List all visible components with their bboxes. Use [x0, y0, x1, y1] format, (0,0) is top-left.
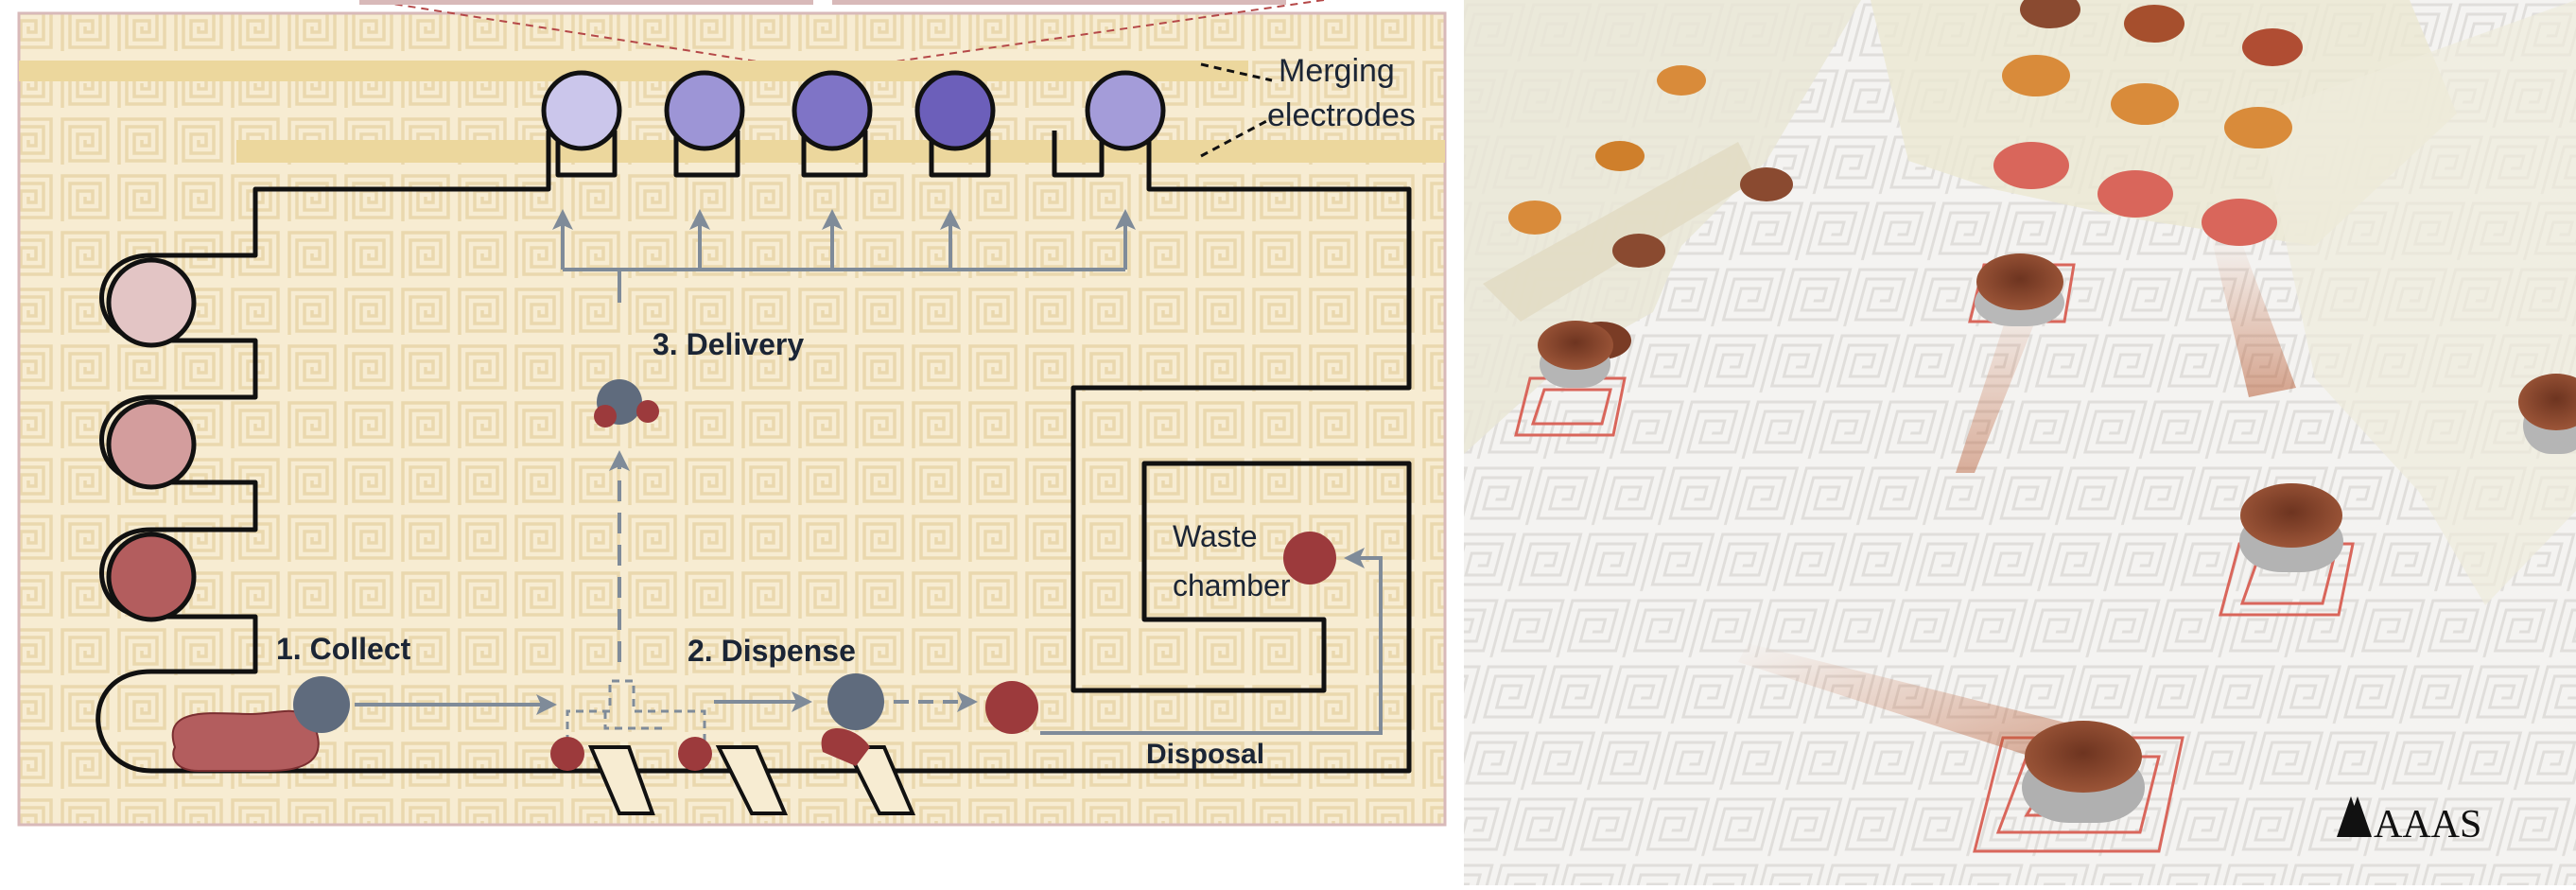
merging-electrode-5	[1085, 70, 1166, 151]
waste-label-line2: chamber	[1173, 568, 1291, 602]
step-delivery-label: 3. Delivery	[653, 327, 804, 361]
dispense-zone	[566, 679, 706, 742]
aaas-logo-text: AAAS	[2374, 803, 2481, 846]
merging-electrodes-label-line2: electrodes	[1267, 97, 1416, 133]
device-photo: AAAS	[1464, 0, 2576, 885]
merging-electrode-1	[541, 70, 622, 151]
disposal-label: Disposal	[1146, 739, 1264, 770]
schematic-diagram: Merging electrodes 3. Delivery 1. C	[17, 0, 1447, 827]
dispense-droplet-1	[550, 737, 584, 771]
merging-electrode-2	[664, 70, 745, 151]
puck-2	[2239, 483, 2343, 572]
aaas-logo: AAAS	[2337, 796, 2481, 846]
dispense-droplet-2	[678, 737, 712, 771]
waste-droplet	[1283, 532, 1336, 585]
merging-electrode-band-1	[19, 61, 1248, 81]
beam-3	[1738, 643, 2088, 757]
puck-3	[2022, 721, 2145, 823]
reservoir-3	[106, 532, 197, 622]
dispense-slots	[587, 745, 916, 815]
puck-4	[2518, 374, 2576, 454]
beam-2	[2211, 236, 2296, 397]
puck-1	[1975, 253, 2064, 326]
collected-sample-blob	[171, 709, 320, 772]
dispensed-droplet	[985, 681, 1038, 734]
merging-electrode-3	[792, 70, 873, 151]
puck-5	[1538, 321, 1613, 388]
disposal-arrow	[1040, 548, 1383, 735]
step-dispense-label: 2. Dispense	[688, 634, 856, 668]
delivery-droplet-group	[594, 379, 659, 428]
merging-electrodes	[541, 70, 1166, 151]
dispense-release-droplet	[821, 728, 870, 766]
sample-reservoirs	[106, 257, 197, 622]
zoom-dashed-lines	[368, 0, 1325, 73]
delivery-arrow-tree	[552, 209, 1136, 303]
merging-electrode-4	[914, 70, 996, 151]
waste-label-line1: Waste	[1173, 519, 1258, 553]
reservoir-2	[106, 399, 197, 490]
beam-1	[1956, 284, 2050, 473]
merging-electrodes-label-line1: Merging	[1279, 53, 1395, 89]
microfluidic-channel	[96, 131, 1412, 774]
step-collect-label: 1. Collect	[276, 632, 411, 666]
reservoir-1	[106, 257, 197, 348]
collect-droplet	[293, 676, 350, 733]
merging-pointer-lines	[1200, 62, 1273, 158]
dispense-grey-droplet	[827, 673, 884, 730]
